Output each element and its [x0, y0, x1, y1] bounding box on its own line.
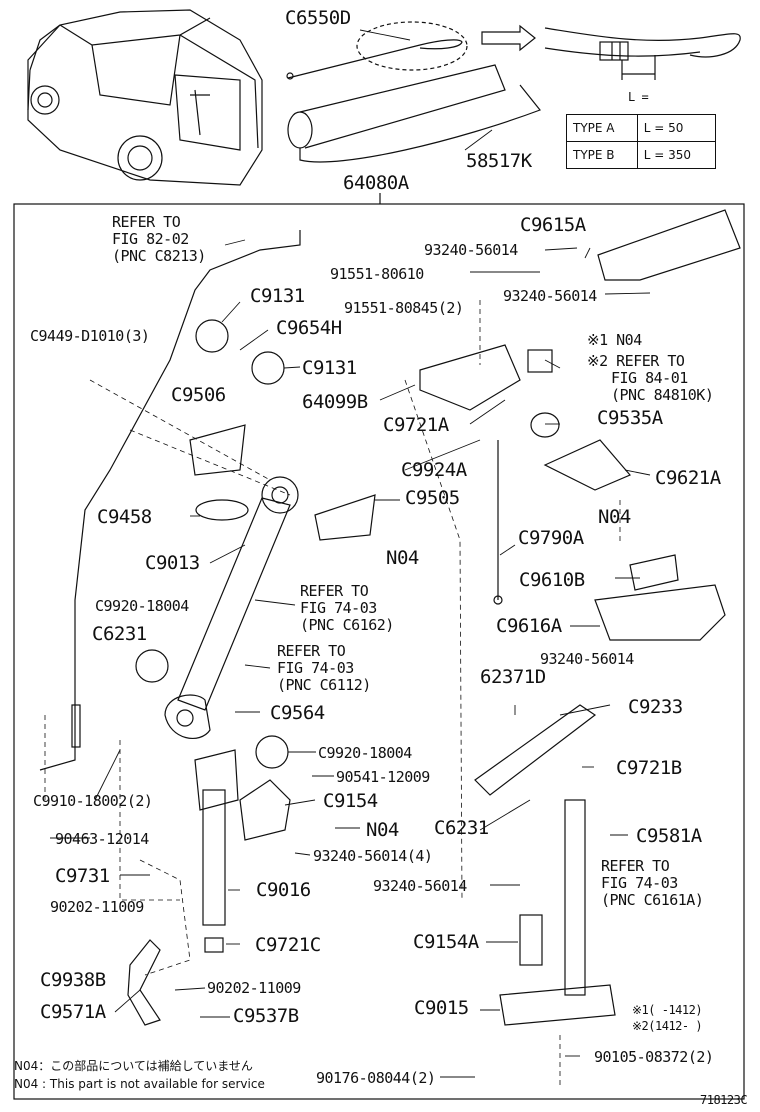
label-c9721c: C9721C — [255, 934, 321, 956]
label-c9131-b: C9131 — [302, 357, 357, 379]
label-58517k: 58517K — [466, 150, 532, 172]
label-62371d: 62371D — [480, 666, 546, 688]
label-c9616a: C9616A — [496, 615, 562, 637]
label-93240-c: 93240-56014 — [540, 650, 634, 668]
type-cell: TYPE B — [566, 141, 638, 169]
label-date1: ※1( -1412) — [632, 1003, 703, 1017]
label-90202-a: 90202-11009 — [50, 898, 144, 916]
label-93240-d: 93240-56014(4) — [313, 847, 433, 865]
cover-illustration — [597, 209, 741, 281]
label-c9721b: C9721B — [616, 757, 682, 779]
label-n04-b: N04 — [598, 506, 631, 528]
label-c9571a: C9571A — [40, 1001, 106, 1023]
label-c6550d: C6550D — [285, 7, 351, 29]
label-c9920-b: C9920-18004 — [318, 744, 412, 762]
label-c9154: C9154 — [323, 790, 378, 812]
label-90541: 90541-12009 — [336, 768, 430, 786]
refer-fig74c-line1: REFER TO — [601, 857, 670, 875]
label-n04-d: N04 — [366, 819, 399, 841]
label-c9015: C9015 — [414, 997, 469, 1019]
label-n04-mark: ※1 N04 — [587, 331, 642, 349]
refer-fig84-line2: FIG 84-01 — [611, 369, 688, 387]
label-c9013: C9013 — [145, 552, 200, 574]
label-c9131-a: C9131 — [250, 285, 305, 307]
label-c9581a: C9581A — [636, 825, 702, 847]
refer-fig82-line1: REFER TO — [112, 213, 181, 231]
refer-fig74b-line1: REFER TO — [277, 642, 346, 660]
label-c9621a: C9621A — [655, 467, 721, 489]
refer-fig74a-line1: REFER TO — [300, 582, 369, 600]
refer-fig74c-line2: FIG 74-03 — [601, 874, 678, 892]
refer-fig74b-line2: FIG 74-03 — [277, 659, 354, 677]
label-c9154a: C9154A — [413, 931, 479, 953]
refer-fig84-line3: (PNC 84810K) — [611, 386, 714, 404]
table-row: TYPE B L = 350 — [566, 141, 717, 169]
label-c9535a: C9535A — [597, 407, 663, 429]
label-90176: 90176-08044(2) — [316, 1069, 436, 1087]
strap-detail — [544, 27, 741, 80]
label-93240-b: 93240-56014 — [503, 287, 597, 305]
label-c9615a: C9615A — [520, 214, 586, 236]
label-91551-80845: 91551-80845(2) — [344, 299, 464, 317]
label-c6231-b: C6231 — [434, 817, 489, 839]
label-64099b: 64099B — [302, 391, 368, 413]
label-c9016: C9016 — [256, 879, 311, 901]
label-90202-b: 90202-11009 — [207, 979, 301, 997]
label-n04-c: N04 — [386, 547, 419, 569]
label-c9564: C9564 — [270, 702, 325, 724]
note-japanese: N04：この部品については補給していません — [14, 1059, 253, 1073]
label-l-eq: L = — [628, 90, 649, 104]
jack-arm-illustration — [164, 476, 299, 739]
note-english: N04 : This part is not available for ser… — [14, 1077, 265, 1091]
label-c9790a: C9790A — [518, 527, 584, 549]
label-date2: ※2(1412- ) — [632, 1019, 703, 1033]
refer-fig84-line1: ※2 REFER TO — [587, 352, 685, 370]
label-90105: 90105-08372(2) — [594, 1048, 714, 1066]
label-c9731: C9731 — [55, 865, 110, 887]
length-cell: L = 350 — [636, 141, 717, 169]
label-c9721a: C9721A — [383, 414, 449, 436]
strap-type-table: TYPE A L = 50 TYPE B L = 350 — [566, 114, 717, 169]
refer-fig74c-line3: (PNC C6161A) — [601, 891, 704, 909]
label-64080a: 64080A — [343, 172, 409, 194]
label-93240-a: 93240-56014 — [424, 241, 518, 259]
mat-roll-illustration — [287, 64, 541, 163]
refer-fig74a-line3: (PNC C6162) — [300, 616, 394, 634]
label-c9920-a: C9920-18004 — [95, 597, 189, 615]
assembly-boundary — [13, 203, 745, 1100]
label-c9233: C9233 — [628, 696, 683, 718]
label-c9505: C9505 — [405, 487, 460, 509]
refer-fig82-line3: (PNC C8213) — [112, 247, 206, 265]
label-c9537b: C9537B — [233, 1005, 299, 1027]
label-91551-80610: 91551-80610 — [330, 265, 424, 283]
vehicle-illustration — [27, 9, 263, 186]
type-cell: TYPE A — [566, 114, 638, 142]
label-c9506: C9506 — [171, 384, 226, 406]
refer-fig74b-line3: (PNC C6112) — [277, 676, 371, 694]
label-c9910: C9910-18002(2) — [33, 792, 153, 810]
refer-fig82-line2: FIG 82-02 — [112, 230, 189, 248]
strap-illustration — [286, 21, 468, 80]
label-c9654h: C9654H — [276, 317, 342, 339]
label-c6231-a: C6231 — [92, 623, 147, 645]
figure-number: 718123C — [700, 1093, 748, 1107]
arrow-right-icon — [481, 24, 536, 52]
label-90463: 90463-12014 — [55, 830, 149, 848]
label-c9610b: C9610B — [519, 569, 585, 591]
refer-fig74a-line2: FIG 74-03 — [300, 599, 377, 617]
length-cell: L = 50 — [636, 114, 717, 142]
label-c9449: C9449-D1010(3) — [30, 327, 150, 345]
label-c9458: C9458 — [97, 506, 152, 528]
label-93240-e: 93240-56014 — [373, 877, 467, 895]
label-c9938b: C9938B — [40, 969, 106, 991]
table-row: TYPE A L = 50 — [566, 114, 717, 142]
release-cable — [39, 230, 301, 771]
label-c9924a: C9924A — [401, 459, 467, 481]
